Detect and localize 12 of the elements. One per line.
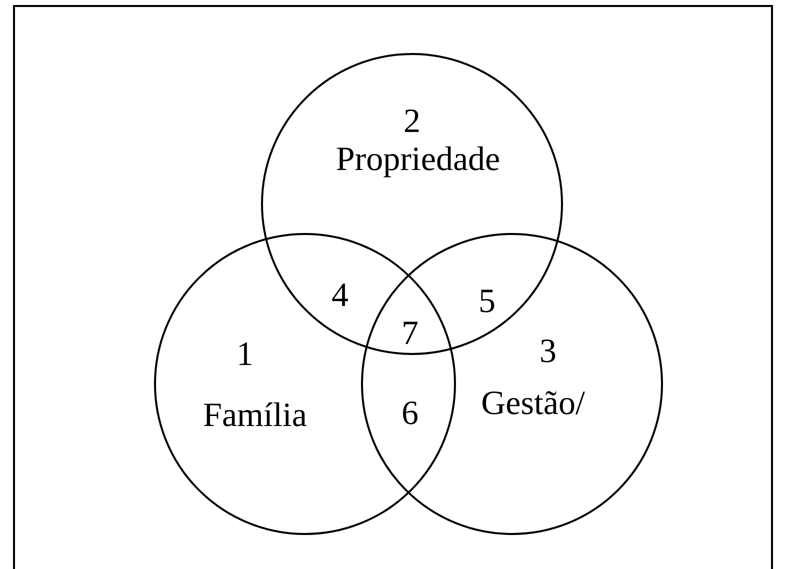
region-number: 4 bbox=[332, 279, 348, 313]
venn-circle bbox=[361, 233, 663, 535]
venn-circle bbox=[154, 233, 456, 535]
set-number: 2 bbox=[404, 105, 420, 139]
set-number: 1 bbox=[236, 338, 254, 372]
region-number: 5 bbox=[478, 285, 496, 319]
region-number: 6 bbox=[402, 397, 418, 431]
region-number: 7 bbox=[402, 317, 418, 351]
set-label: Gestão/ bbox=[481, 387, 585, 421]
set-number: 3 bbox=[540, 335, 556, 369]
set-label: Família bbox=[203, 399, 307, 433]
set-label: Propriedade bbox=[336, 143, 500, 177]
